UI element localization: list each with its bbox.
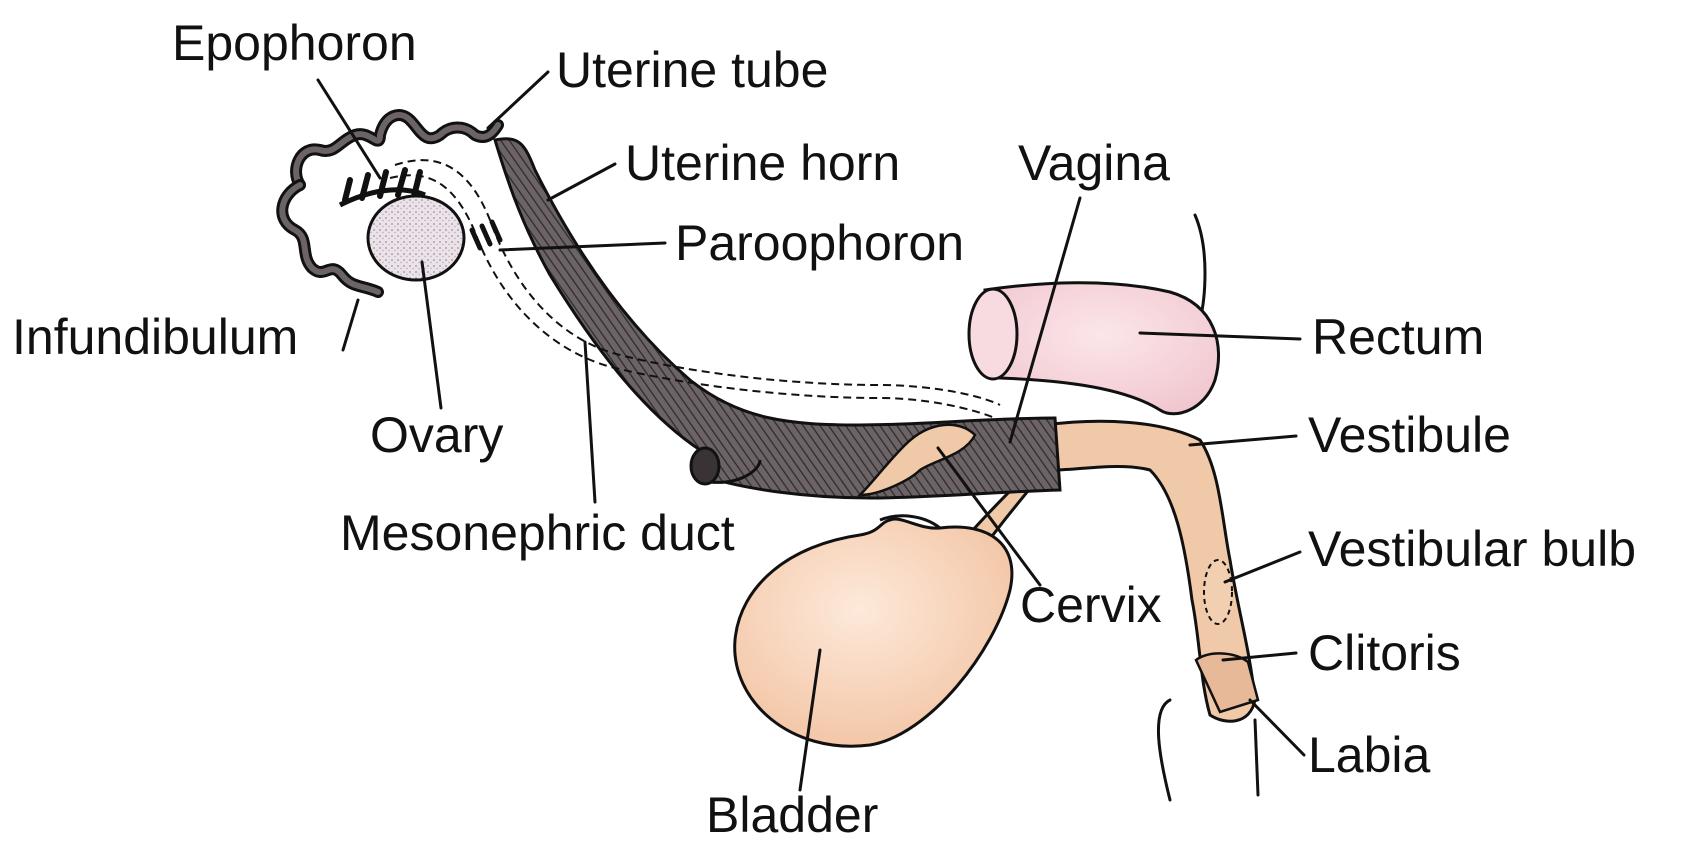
leader-uterine-horn xyxy=(548,164,615,200)
leader-labia xyxy=(1250,700,1304,755)
label-epophoron: Epophoron xyxy=(172,18,417,68)
label-labia: Labia xyxy=(1308,730,1430,780)
vestibule xyxy=(1045,421,1258,721)
bladder xyxy=(735,470,1045,746)
ovary xyxy=(368,196,464,280)
leader-uterine-tube xyxy=(488,72,548,128)
label-vestibule: Vestibule xyxy=(1308,410,1511,460)
leader-vestibule xyxy=(1190,436,1296,445)
label-rectum: Rectum xyxy=(1312,312,1484,362)
label-infundibulum: Infundibulum xyxy=(12,312,298,362)
leader-infundibulum xyxy=(343,300,358,350)
label-cervix: Cervix xyxy=(1020,580,1162,630)
vestibular-bulb xyxy=(1204,560,1232,624)
label-mesonephric-duct: Mesonephric duct xyxy=(340,508,735,558)
leader-paroophoron xyxy=(500,243,665,250)
label-bladder: Bladder xyxy=(706,790,878,840)
leader-epophoron xyxy=(318,80,380,178)
mesonephric-duct xyxy=(390,160,1000,418)
paroophoron xyxy=(472,222,500,248)
label-clitoris: Clitoris xyxy=(1308,628,1461,678)
leg-outline-lower xyxy=(1158,700,1170,800)
leader-mesonephric-duct xyxy=(585,342,595,502)
rectum xyxy=(969,283,1219,414)
leader-vestibular-bulb xyxy=(1225,552,1300,582)
label-paroophoron: Paroophoron xyxy=(675,218,964,268)
label-uterine-horn: Uterine horn xyxy=(625,138,900,188)
clitoris-shape xyxy=(1196,653,1258,712)
label-vagina: Vagina xyxy=(1018,138,1170,188)
label-vestibular-bulb: Vestibular bulb xyxy=(1308,524,1636,574)
leader-ovary xyxy=(422,262,441,408)
label-uterine-tube: Uterine tube xyxy=(556,45,828,95)
label-ovary: Ovary xyxy=(370,410,503,460)
leg-outline-right xyxy=(1255,720,1258,795)
